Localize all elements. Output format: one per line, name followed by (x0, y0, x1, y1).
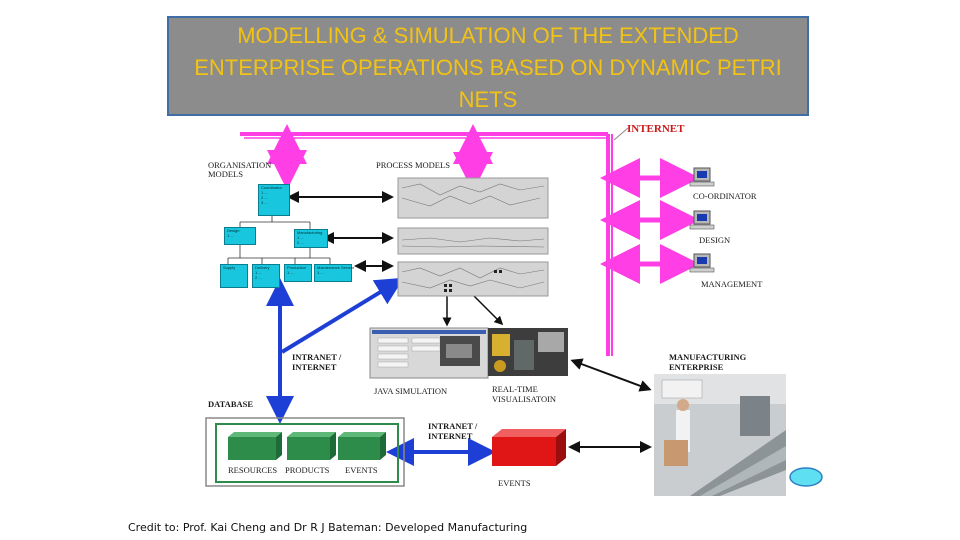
title-line-2: ENTERPRISE OPERATIONS BASED ON DYNAMIC P… (194, 55, 782, 80)
org-tree-lines (227, 214, 331, 264)
real-time-label-2: VISUALISATOIN (492, 394, 557, 404)
org-box-delivery: Delivery 1 ... 2 ... (252, 264, 280, 288)
org-box-manufacturing: Manufacturing 1 ... 2 ... (294, 229, 328, 248)
products-label: PRODUCTS (285, 465, 330, 475)
events-block-icon (492, 429, 566, 466)
db-process-arrow (280, 277, 404, 354)
intranet-label-mid-2: INTERNET (428, 431, 473, 441)
database-label: DATABASE (208, 399, 254, 409)
title-line-3: NETS (458, 87, 518, 112)
org-box-supply: Supply (220, 264, 248, 288)
real-time-label-1: REAL-TIME (492, 384, 538, 394)
database-block-icon (228, 432, 282, 460)
petri-net-tokens (444, 270, 502, 292)
database-block-icon (338, 432, 386, 460)
title-line-1: MODELLING & SIMULATION OF THE EXTENDED (237, 23, 739, 48)
management-label: MANAGEMENT (701, 279, 763, 289)
org-box-coordinator: Coordinator 1 ... 2 ... 3 ... (258, 184, 290, 216)
intranet-label-left-1: INTRANET / (292, 352, 342, 362)
database-frame (205, 417, 405, 487)
petri-net-sketch (401, 183, 545, 289)
database-block-icon (287, 432, 336, 460)
coordinator-label: CO-ORDINATOR (693, 191, 757, 201)
process-model-2 (397, 227, 549, 255)
process-model-3 (397, 261, 549, 297)
intranet-label-mid-1: INTRANET / (428, 421, 478, 431)
computer-icon (689, 253, 715, 273)
resources-label: RESOURCES (228, 465, 278, 475)
slide-title: MODELLING & SIMULATION OF THE EXTENDED E… (167, 16, 809, 116)
process-to-vis-arrow (469, 291, 504, 326)
design-label: DESIGN (699, 235, 731, 245)
events-db-label: EVENTS (345, 465, 378, 475)
intranet-label-left-2: INTERNET (292, 362, 337, 372)
java-simulation-label: JAVA SIMULATION (374, 386, 448, 396)
manufacturing-enterprise-label-1: MANUFACTURING (669, 352, 747, 362)
org-box-design: Design 1 ... (224, 227, 256, 245)
organisation-models-label-1: ORGANISATION (208, 160, 272, 170)
computer-icon (689, 210, 715, 230)
credit-note: Credit to: Prof. Kai Cheng and Dr R J Ba… (128, 521, 528, 534)
events-label: EVENTS (498, 478, 531, 488)
computer-icon (689, 167, 715, 187)
organisation-models-label-2: MODELS (208, 169, 243, 179)
process-model-1 (397, 177, 549, 219)
vis-enterprise-arrow (570, 358, 652, 392)
database-inner-frame (215, 423, 399, 483)
process-models-label: PROCESS MODELS (376, 160, 450, 170)
org-box-maintenance: Maintenance Service 1 ... (314, 264, 354, 282)
internet-label: INTERNET (627, 123, 685, 135)
manufacturing-enterprise-label-2: ENTERPRISE (669, 362, 724, 372)
org-box-production: Production 1 ... (284, 264, 312, 282)
nav-oval-button (789, 467, 823, 487)
